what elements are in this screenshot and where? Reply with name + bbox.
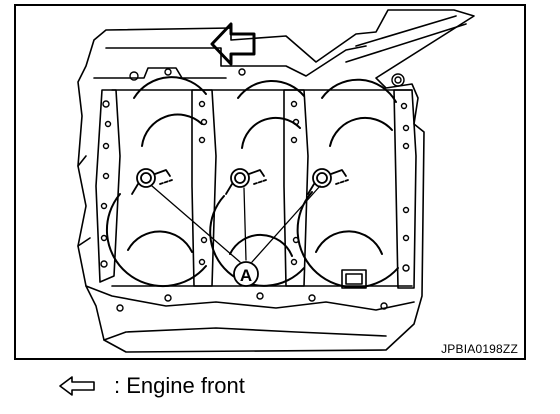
callout-a: A (233, 261, 259, 287)
legend: : Engine front (58, 372, 245, 400)
cylinder-bores (105, 76, 399, 289)
image-code: JPBIA0198ZZ (441, 342, 518, 356)
callout-a-label: A (240, 266, 252, 285)
bearing-webs (95, 89, 417, 289)
callout-leader-lines (151, 185, 321, 263)
outline-arrow-left-icon (59, 376, 95, 396)
oil-jet-1 (131, 168, 173, 195)
block-lower-outline (77, 155, 415, 341)
legend-text: : Engine front (114, 373, 245, 398)
engine-front-arrow-icon (210, 22, 256, 66)
drain-plug-boss (341, 269, 367, 289)
diagram-frame: A JPBIA0198ZZ (14, 4, 526, 360)
oil-jet-3 (307, 168, 349, 195)
bolt-holes (100, 68, 410, 312)
oil-jet-2 (225, 168, 267, 195)
cylinder-block-illustration: A (77, 9, 475, 353)
